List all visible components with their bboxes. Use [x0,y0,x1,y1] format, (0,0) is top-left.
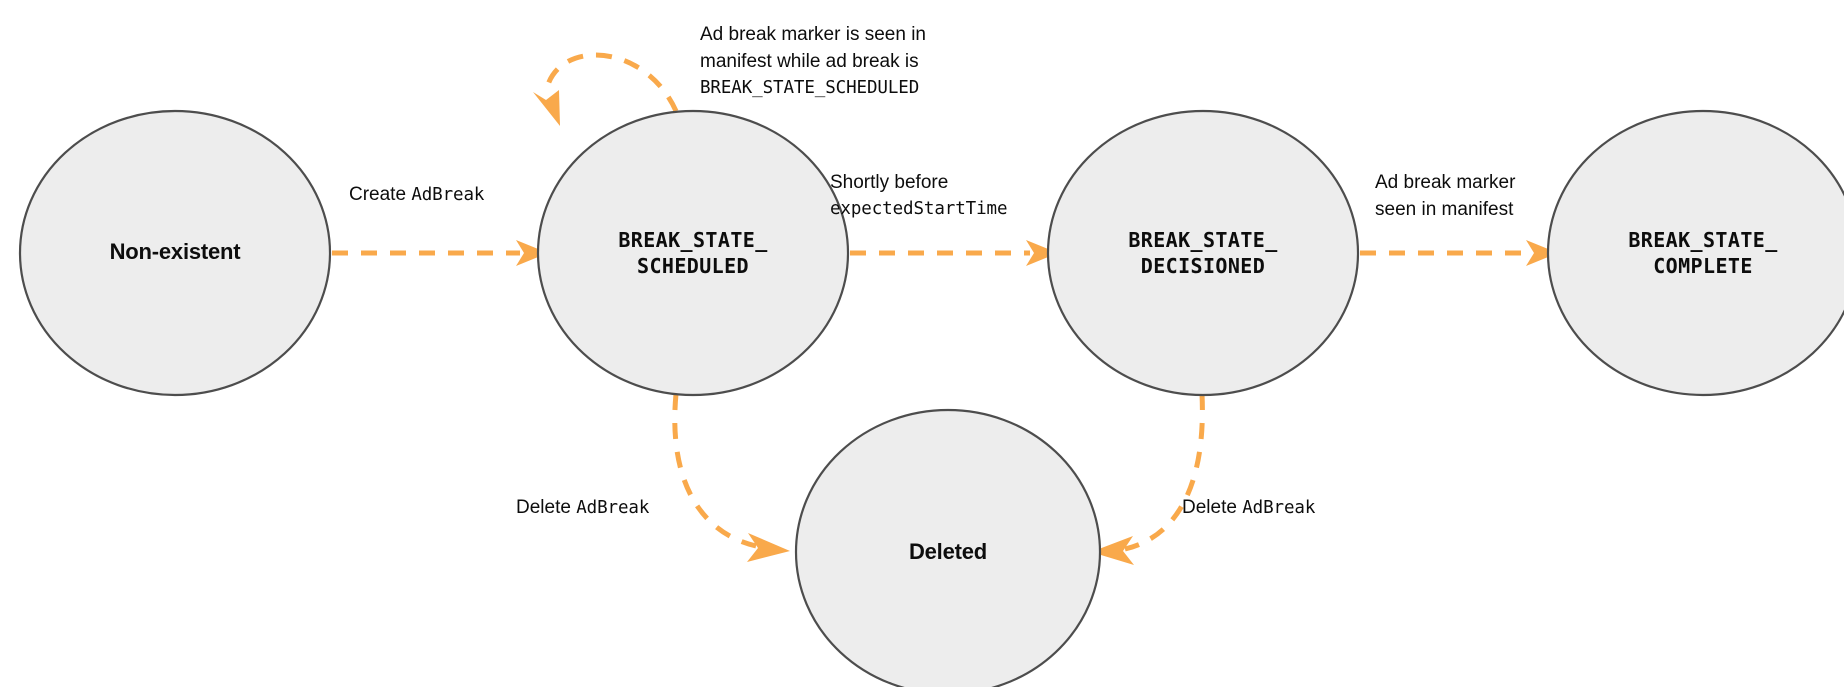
edge-scheduled-self-loop [533,52,679,126]
edge-decisioned-to-complete [1360,240,1558,266]
node-break-state-scheduled[interactable] [536,109,850,397]
edge-scheduled-self-loop-path [543,52,679,113]
edge-scheduled-self-loop-arrowhead [533,90,560,126]
edge-create-adbreak [332,240,548,266]
edge-scheduled-to-decisioned [850,240,1058,266]
edge-decisioned-to-complete-arrowhead [1526,240,1558,266]
node-deleted[interactable] [794,408,1102,687]
edge-scheduled-to-deleted [672,393,790,562]
edge-decisioned-to-deleted [1091,393,1205,565]
node-non-existent[interactable] [18,109,332,397]
node-break-state-decisioned[interactable] [1046,109,1360,397]
edge-scheduled-to-deleted-path [672,393,757,549]
edge-create-adbreak-arrowhead [516,240,548,266]
edge-decisioned-to-deleted-arrowhead [1091,536,1134,565]
edge-scheduled-to-decisioned-arrowhead [1026,240,1058,266]
node-break-state-complete[interactable] [1546,109,1844,397]
edge-scheduled-to-deleted-arrowhead [747,533,790,562]
edge-decisioned-to-deleted-path [1124,393,1205,552]
